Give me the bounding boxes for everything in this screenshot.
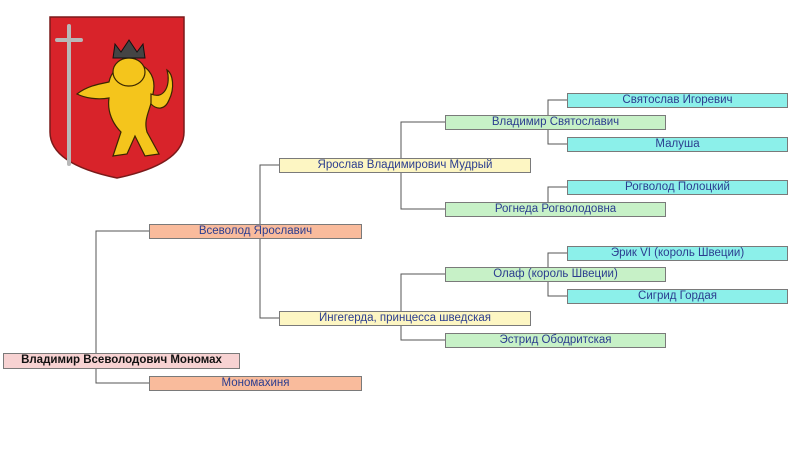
person-olaf: Олаф (король Швеции) [445,267,666,282]
person-name: Святослав Игоревич [622,94,733,106]
person-vladimir-monomakh: Владимир Всеволодович Мономах [3,353,240,369]
person-rogneda: Рогнеда Рогволодовна [445,202,666,217]
person-name: Ингегерда, принцесса шведская [319,312,491,324]
person-vsevolod-yaroslavich: Всеволод Ярославич [149,224,362,239]
person-name: Рогнеда Рогволодовна [494,203,617,215]
person-svyatoslav-igorevich: Святослав Игоревич [567,93,788,108]
person-name: Владимир Святославич [491,116,620,128]
crowned-lion-coat-of-arms-icon [49,16,185,179]
person-name: Мономахиня [221,377,290,389]
person-name: Рогволод Полоцкий [625,181,730,193]
person-yaroslav-mudry: Ярослав Владимирович Мудрый [279,158,531,173]
person-sigrid: Сигрид Гордая [567,289,788,304]
person-erik-vi: Эрик VI (король Швеции) [567,246,788,261]
coat-of-arms [47,14,187,187]
person-name: Малуша [655,138,700,150]
person-ingegerda: Ингегерда, принцесса шведская [279,311,531,326]
person-name: Олаф (король Швеции) [493,268,618,280]
person-name: Сигрид Гордая [638,290,717,302]
person-name: Эстрид Ободритская [499,334,612,346]
person-name: Эрик VI (король Швеции) [610,247,745,259]
person-name: Ярослав Владимирович Мудрый [317,159,493,171]
person-name: Всеволод Ярославич [198,225,313,237]
person-malusha: Малуша [567,137,788,152]
person-estrid: Эстрид Ободритская [445,333,666,348]
person-name: Владимир Всеволодович Мономах [21,354,222,366]
person-rogvolod: Рогволод Полоцкий [567,180,788,195]
person-monomakhinya: Мономахиня [149,376,362,391]
person-vladimir-svyatoslavich: Владимир Святославич [445,115,666,130]
